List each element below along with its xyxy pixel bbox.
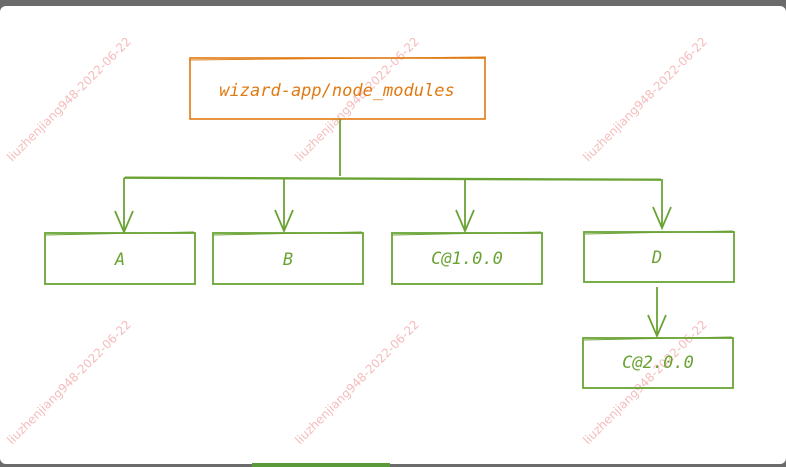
node-c1-label: C@1.0.0 bbox=[431, 249, 503, 269]
node-a-box bbox=[44, 232, 196, 285]
node-c2-label: C@2.0.0 bbox=[622, 353, 694, 373]
node-d-label: D bbox=[651, 248, 662, 268]
watermark: liuzhenjiang948-2022-06-22 bbox=[580, 34, 710, 164]
branch-bar-sketch bbox=[124, 176, 662, 180]
arrowhead-c2 bbox=[647, 314, 667, 339]
node-b-box bbox=[212, 232, 364, 285]
node-b-sketch bbox=[213, 231, 363, 236]
bottom-tab-indicator bbox=[252, 463, 390, 467]
watermark: liuzhenjiang948-2022-06-22 bbox=[4, 34, 134, 164]
dependency-tree-diagram: liuzhenjiang948-2022-06-22 liuzhenjiang9… bbox=[4, 34, 735, 447]
watermark: liuzhenjiang948-2022-06-22 bbox=[292, 317, 422, 447]
node-a-label: A bbox=[114, 250, 125, 270]
arrowhead-a bbox=[114, 210, 134, 235]
arrowhead-c1 bbox=[455, 209, 475, 234]
diagram-canvas: liuzhenjiang948-2022-06-22 liuzhenjiang9… bbox=[0, 6, 786, 464]
root-node-box bbox=[189, 57, 486, 120]
connector-lines bbox=[114, 119, 672, 339]
node-c1-box bbox=[391, 232, 543, 285]
node-d-sketch bbox=[584, 230, 734, 235]
watermark: liuzhenjiang948-2022-06-22 bbox=[580, 317, 710, 447]
arrowhead-b bbox=[274, 209, 294, 234]
branch-bar bbox=[123, 177, 664, 181]
node-c2-box bbox=[582, 337, 734, 389]
node-d-box bbox=[583, 231, 735, 283]
root-node-sketch-line bbox=[188, 56, 487, 61]
node-c2-sketch bbox=[583, 336, 733, 341]
root-node-label: wizard-app/node_modules bbox=[219, 81, 454, 101]
node-a-sketch bbox=[45, 231, 195, 236]
arrowhead-d bbox=[652, 206, 672, 231]
root-node: wizard-app/node_modules bbox=[188, 56, 487, 120]
child-boxes bbox=[44, 230, 735, 389]
child-labels: A B C@1.0.0 D C@2.0.0 bbox=[114, 248, 694, 373]
node-b-label: B bbox=[283, 250, 293, 270]
node-c1-sketch bbox=[392, 231, 542, 236]
watermark: liuzhenjiang948-2022-06-22 bbox=[4, 317, 134, 447]
